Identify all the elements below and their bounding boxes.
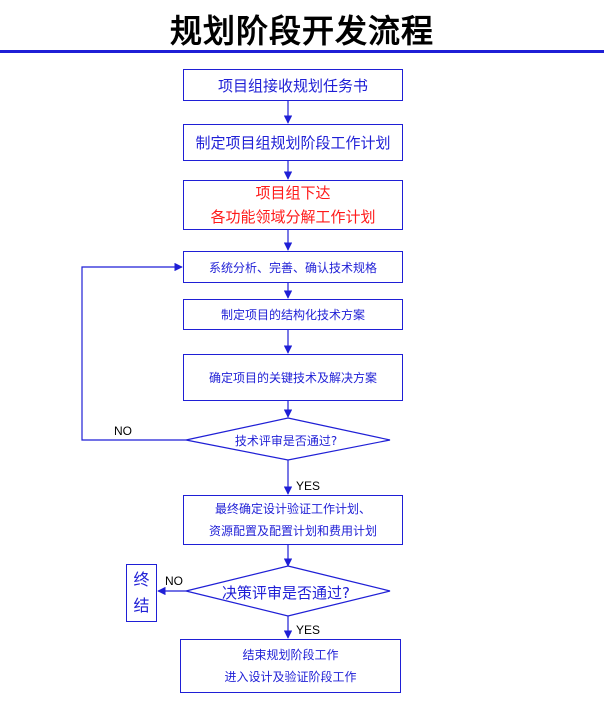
step-finish-planning: 结束规划阶段工作 进入设计及验证阶段工作 — [180, 639, 401, 693]
step-label: 项目组接收规划任务书 — [217, 76, 368, 95]
step-structured-solution: 制定项目的结构化技术方案 — [183, 299, 403, 330]
yes-label-tech-review: YES — [296, 479, 321, 493]
decision-diamond-tech-review — [185, 417, 391, 461]
step-label-line1: 结束规划阶段工作 — [242, 648, 339, 662]
end-box: 终 结 — [126, 564, 157, 622]
decision-review-label: 决策评审是否通过? — [222, 584, 350, 602]
decision-tech-review-label: 技术评审是否通过? — [234, 434, 338, 448]
no-label-decision-review: NO — [165, 574, 183, 588]
step-label-line1: 项目组下达 — [255, 184, 331, 202]
end-char-1: 终 — [133, 570, 150, 589]
step-key-technologies: 确定项目的关键技术及解决方案 — [183, 354, 403, 401]
step-assign-domain-plans: 项目组下达 各功能领域分解工作计划 — [183, 180, 403, 230]
step-system-analysis: 系统分析、完善、确认技术规格 — [183, 251, 403, 283]
no-label-tech-review: NO — [114, 424, 132, 438]
step-label-line1: 最终确定设计验证工作计划、 — [214, 502, 371, 516]
step-label-line2: 进入设计及验证阶段工作 — [224, 670, 357, 684]
step-label-line2: 资源配置及配置计划和费用计划 — [208, 524, 377, 538]
step-final-plans: 最终确定设计验证工作计划、 资源配置及配置计划和费用计划 — [183, 495, 403, 545]
arrow-tech-review-no-loop — [81, 262, 186, 441]
step-label: 制定项目组规划阶段工作计划 — [195, 134, 391, 152]
step-receive-planning-task: 项目组接收规划任务书 — [183, 69, 403, 101]
step-label: 确定项目的关键技术及解决方案 — [208, 371, 377, 385]
end-char-2: 结 — [133, 596, 150, 615]
page-title: 规划阶段开发流程 — [169, 12, 434, 50]
step-make-team-plan: 制定项目组规划阶段工作计划 — [183, 124, 403, 161]
step-label-line2: 各功能领域分解工作计划 — [210, 208, 376, 226]
yes-label-decision-review: YES — [296, 623, 321, 637]
title-underline — [0, 50, 604, 53]
step-label: 制定项目的结构化技术方案 — [220, 308, 365, 322]
step-label: 系统分析、完善、确认技术规格 — [208, 260, 377, 275]
decision-diamond-decision-review — [185, 565, 391, 617]
